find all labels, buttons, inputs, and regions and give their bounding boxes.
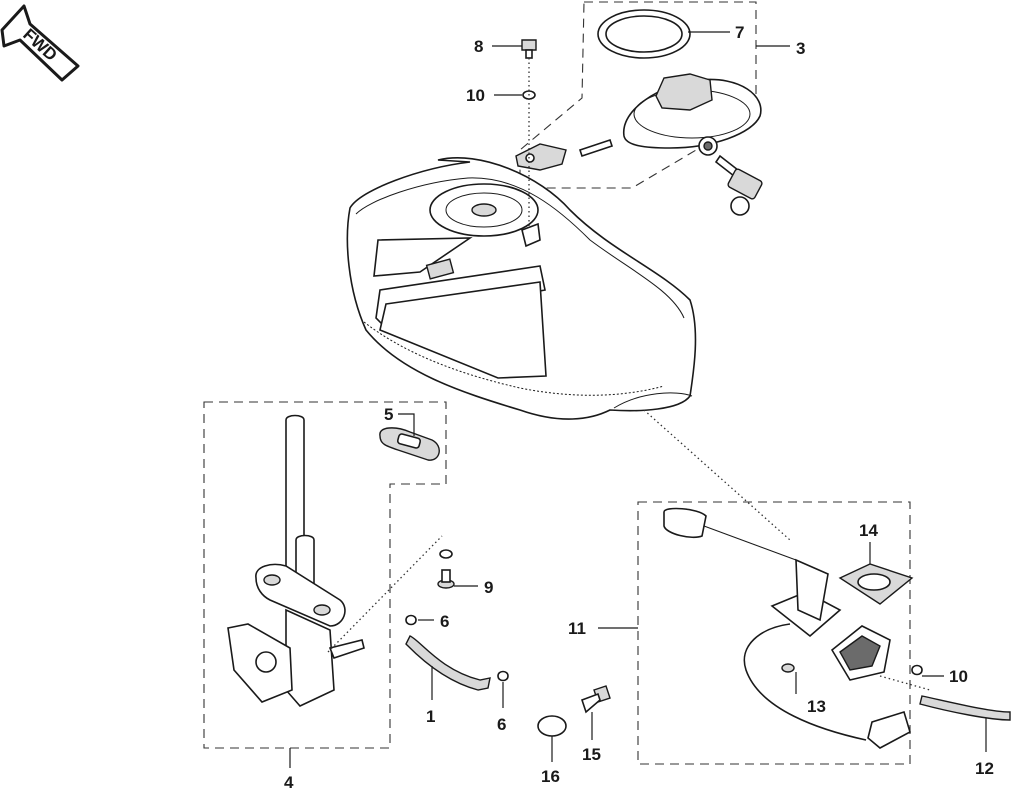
callout-4: 4 [284,773,294,791]
assembly-line-sender [643,409,791,541]
hose-clip-6-lower [497,670,509,682]
screw-13 [781,663,795,673]
callout-12: 12 [975,759,994,778]
cap-gasket-7-inner [605,15,683,53]
sender-connector [867,710,911,749]
key-head [727,168,763,200]
fwd-arrow-badge: FWD [0,4,80,82]
valve-outlet-nozzle [328,639,365,659]
group-box-fuel-cap [519,1,757,189]
fuel-filler-ring-inner [445,192,523,228]
tank-hinge-mount [521,222,541,248]
fuel-cap-lid [655,73,713,111]
washer-9 [439,549,453,559]
callout-9: 9 [484,578,493,597]
assembly-line-valve [327,535,443,653]
callout-8: 8 [474,37,483,56]
callout-1: 1 [426,707,435,726]
hinge-bracket [515,143,567,171]
hinge-pin [578,138,614,158]
key-ring [730,196,750,216]
fuel-valve-4 [227,414,365,707]
fuel-tank [346,157,697,420]
screw-8-shank [525,49,533,59]
hinge-screw-head [525,153,535,163]
callout-7: 7 [735,23,744,42]
bolt-15-shank [580,692,601,714]
valve-gasket-5-slot [396,433,422,449]
sender-float [663,507,707,539]
washer-16 [537,715,567,737]
screw-8-head [521,39,537,51]
valve-flange-hole-2 [313,604,331,616]
callout-15: 15 [582,745,601,764]
callout-5: 5 [384,405,393,424]
fuel-tank-inner-contour [355,177,685,319]
hose-clip-6-upper [405,614,417,626]
vent-hose-12 [919,695,1011,721]
leader-lines [289,31,987,768]
tank-emblem [425,258,455,280]
group-box-fuel-sender [637,501,911,765]
sender-relay-block [830,625,891,681]
group-box-fuel-valve [203,401,447,749]
fuel-sender-11 [663,507,911,749]
callout-6-upper: 6 [440,612,449,631]
callout-11: 11 [568,619,586,638]
callout-14: 14 [859,521,878,540]
bolt-15 [580,685,611,714]
screw-9-shank [441,569,451,583]
leader-5 [398,413,415,436]
fuel-filler-opening [471,203,497,217]
hose-clip-10-right [911,664,923,676]
callout-16: 16 [541,767,560,786]
assembly-line-hose-12 [879,675,931,691]
callout-3: 3 [796,39,805,58]
screw-9 [437,569,455,589]
fuel-hose-1 [405,635,491,691]
callout-labels: 8 10 7 3 5 9 6 1 6 4 14 11 10 13 12 15 1… [284,23,994,792]
ignition-key [714,154,763,216]
tank-stripe-decal [379,281,547,379]
callout-13: 13 [807,697,826,716]
callout-10-top: 10 [466,86,485,105]
screw-8 [521,39,537,59]
fwd-arrow-icon [0,4,80,82]
callout-6-lower: 6 [497,715,506,734]
screw-13-head [781,663,795,673]
sender-wire [743,623,867,741]
relay-face [839,635,881,671]
cap-lock-core [703,141,713,151]
callout-10-right: 10 [949,667,968,686]
fuel-cap-assembly-3 [623,73,762,156]
sender-float-arm [703,525,797,561]
fuel-tank-rear-seam [613,392,693,409]
sender-gasket-14-hole [857,573,891,591]
valve-lever-hub [255,651,277,673]
valve-flange-hole [263,574,281,586]
sender-body [795,558,829,622]
